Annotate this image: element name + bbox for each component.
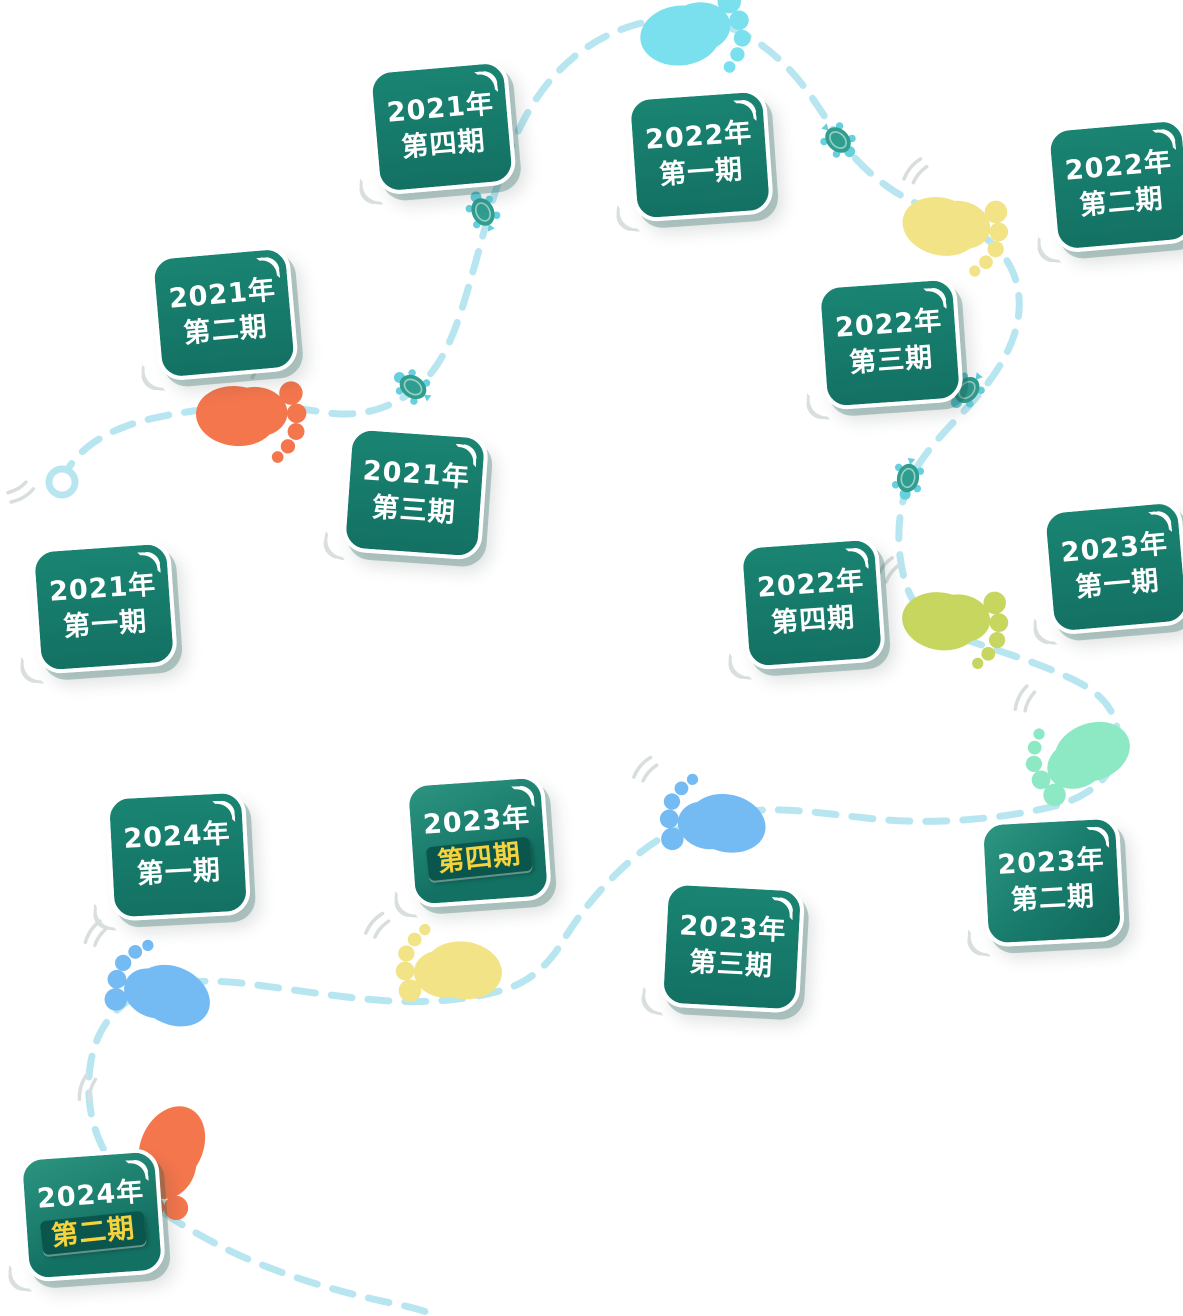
badge-issue-label: 第四期	[425, 836, 533, 882]
motion-lines-icon	[966, 927, 996, 957]
issue-badge-2021-1[interactable]: 2021年 第一期	[29, 539, 179, 675]
badge-year-label: 2022年	[834, 305, 944, 344]
badge-issue-label: 第一期	[62, 605, 149, 643]
issue-badge-2023-2[interactable]: 2023年 第二期	[978, 814, 1126, 948]
badge-year-label: 2021年	[385, 88, 496, 129]
motion-lines-icon	[639, 984, 672, 1017]
footprint-icon	[653, 768, 775, 870]
issue-badge-2024-2[interactable]: 2024年 第二期	[17, 1147, 167, 1283]
start-marker	[45, 465, 79, 499]
motion-lines-icon	[805, 390, 835, 420]
badge-issue-label: 第四期	[770, 601, 857, 639]
badge-issue-label: 第一期	[136, 854, 222, 890]
badge-issue-label: 第三期	[370, 491, 457, 529]
issue-badge-2022-4[interactable]: 2022年 第四期	[737, 535, 887, 671]
badge-issue-label: 第三期	[688, 946, 774, 982]
badge-issue-label: 第四期	[400, 124, 487, 164]
issue-badge-2023-4[interactable]: 2023年 第四期	[403, 773, 553, 909]
issue-badge-2024-1[interactable]: 2024年 第一期	[104, 788, 252, 922]
badge-year-label: 2023年	[1059, 528, 1170, 569]
motion-lines-icon	[1037, 234, 1066, 263]
motion-lines-icon	[92, 901, 122, 931]
footprint-icon	[636, 0, 755, 82]
badge-issue-label: 第二期	[1010, 880, 1096, 916]
signal-waves-icon	[256, 256, 280, 280]
signal-waves-icon	[845, 547, 868, 570]
motion-lines-icon	[1006, 682, 1042, 717]
signal-waves-icon	[137, 551, 160, 574]
badge-year-label: 2023年	[422, 802, 532, 841]
badge-year-label: 2022年	[1063, 146, 1174, 187]
signal-waves-icon	[1148, 510, 1172, 534]
signal-waves-icon	[1086, 826, 1109, 849]
badge-issue-label: 第二期	[182, 310, 269, 350]
badge-year-label: 2024年	[122, 818, 232, 855]
footprint-icon	[95, 930, 226, 1048]
badge-year-label: 2021年	[48, 569, 158, 608]
badge-year-label: 2023年	[996, 844, 1106, 881]
signal-waves-icon	[454, 444, 477, 467]
motion-lines-icon	[360, 910, 394, 941]
badge-year-label: 2022年	[644, 117, 754, 156]
motion-lines-icon	[628, 754, 662, 785]
motion-lines-icon	[1033, 616, 1062, 645]
motion-lines-icon	[393, 888, 423, 918]
signal-waves-icon	[923, 287, 946, 310]
motion-lines-icon	[7, 1262, 37, 1292]
issue-badge-2022-2[interactable]: 2022年 第二期	[1044, 116, 1183, 254]
signal-waves-icon	[771, 897, 794, 920]
signal-waves-icon	[733, 99, 756, 122]
issue-badge-2022-1[interactable]: 2022年 第一期	[625, 87, 775, 223]
issue-badge-2023-1[interactable]: 2023年 第一期	[1040, 498, 1183, 636]
motion-lines-icon	[19, 654, 49, 684]
motion-lines-icon	[321, 528, 354, 561]
issue-badge-2021-3[interactable]: 2021年 第三期	[340, 425, 490, 561]
badge-year-label: 2024年	[36, 1176, 146, 1215]
issue-badge-2021-4[interactable]: 2021年 第四期	[366, 58, 518, 196]
badge-issue-label: 第一期	[1074, 564, 1161, 604]
motion-lines-icon	[5, 478, 36, 506]
issue-badge-2021-2[interactable]: 2021年 第二期	[148, 244, 300, 382]
issue-badge-2022-3[interactable]: 2022年 第三期	[815, 275, 965, 411]
footprint-icon	[895, 576, 1014, 673]
signal-waves-icon	[474, 70, 498, 94]
footprint-icon	[191, 371, 310, 466]
badge-issue-label: 第三期	[848, 341, 935, 379]
motion-lines-icon	[141, 362, 170, 391]
badge-year-label: 2022年	[756, 565, 866, 604]
motion-lines-icon	[898, 156, 932, 187]
footprint-icon	[893, 179, 1016, 283]
badge-year-label: 2021年	[167, 274, 278, 315]
motion-lines-icon	[727, 650, 757, 680]
motion-lines-icon	[359, 176, 388, 205]
badge-issue-label: 第二期	[39, 1210, 147, 1256]
signal-waves-icon	[125, 1159, 148, 1182]
issue-badge-2023-3[interactable]: 2023年 第三期	[658, 880, 806, 1014]
badge-issue-label: 第一期	[658, 153, 745, 191]
signal-waves-icon	[212, 800, 235, 823]
signal-waves-icon	[1152, 128, 1176, 152]
badge-issue-label: 第二期	[1078, 182, 1165, 222]
motion-lines-icon	[615, 202, 645, 232]
signal-waves-icon	[511, 785, 534, 808]
